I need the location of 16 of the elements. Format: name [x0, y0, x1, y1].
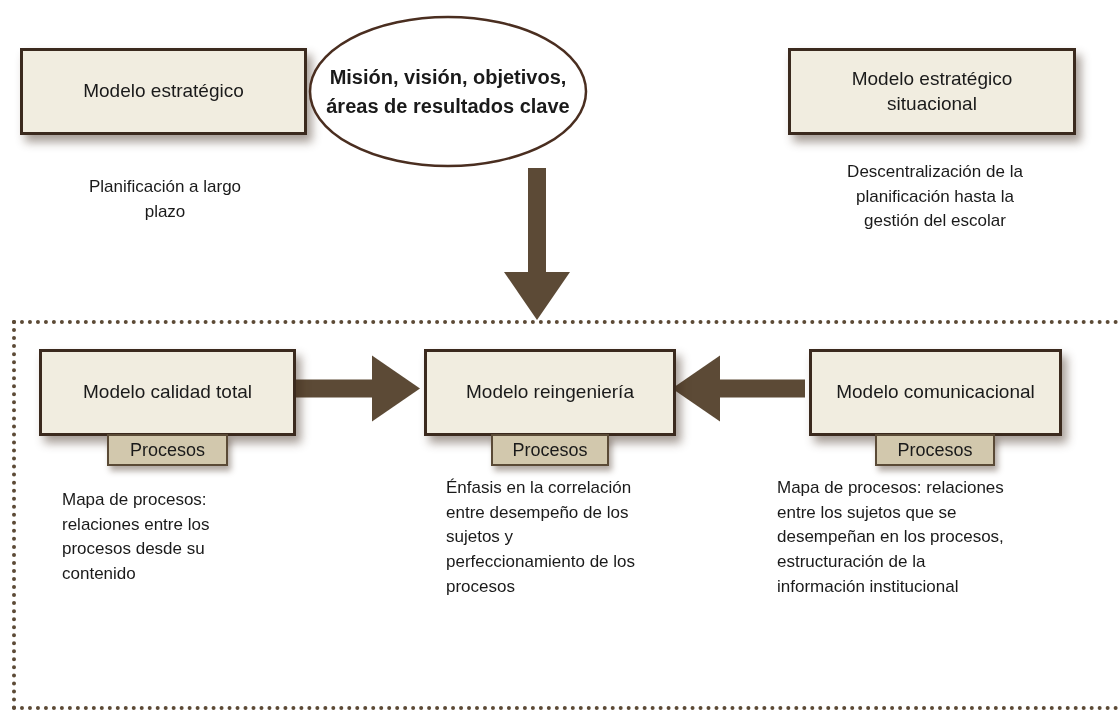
note-text: Descentralización de la planificación hasta la gestión del escolar: [846, 161, 1024, 233]
process-tab: Procesos: [875, 434, 995, 466]
model-box: Modelo comunicacional: [809, 349, 1062, 436]
note-text: Énfasis en la correlación entre desempeño de los sujetos y perfeccionamiento de los procesos: [446, 477, 636, 598]
process-tab: Procesos: [491, 434, 609, 466]
ellipse-text: Misión, visión, objetivos, áreas de resultados clave: [325, 64, 571, 119]
model-box: Modelo reingeniería: [424, 349, 676, 436]
note-text: Planificación a largo plazo: [87, 176, 243, 223]
process-tab: Procesos: [107, 434, 228, 466]
note-text: Mapa de procesos: relaciones entre los procesos desde su contenido: [62, 489, 211, 585]
model-box: Modelo estratégico situacional: [788, 48, 1076, 135]
note-text: Mapa de procesos: relaciones entre los sujetos que se desempeñan en los procesos, estructuración de la información institucional: [777, 477, 1005, 598]
arrow: [504, 168, 570, 320]
model-box: Modelo calidad total: [39, 349, 296, 436]
model-box: Modelo estratégico: [20, 48, 307, 135]
dotted-region: [12, 320, 1119, 710]
